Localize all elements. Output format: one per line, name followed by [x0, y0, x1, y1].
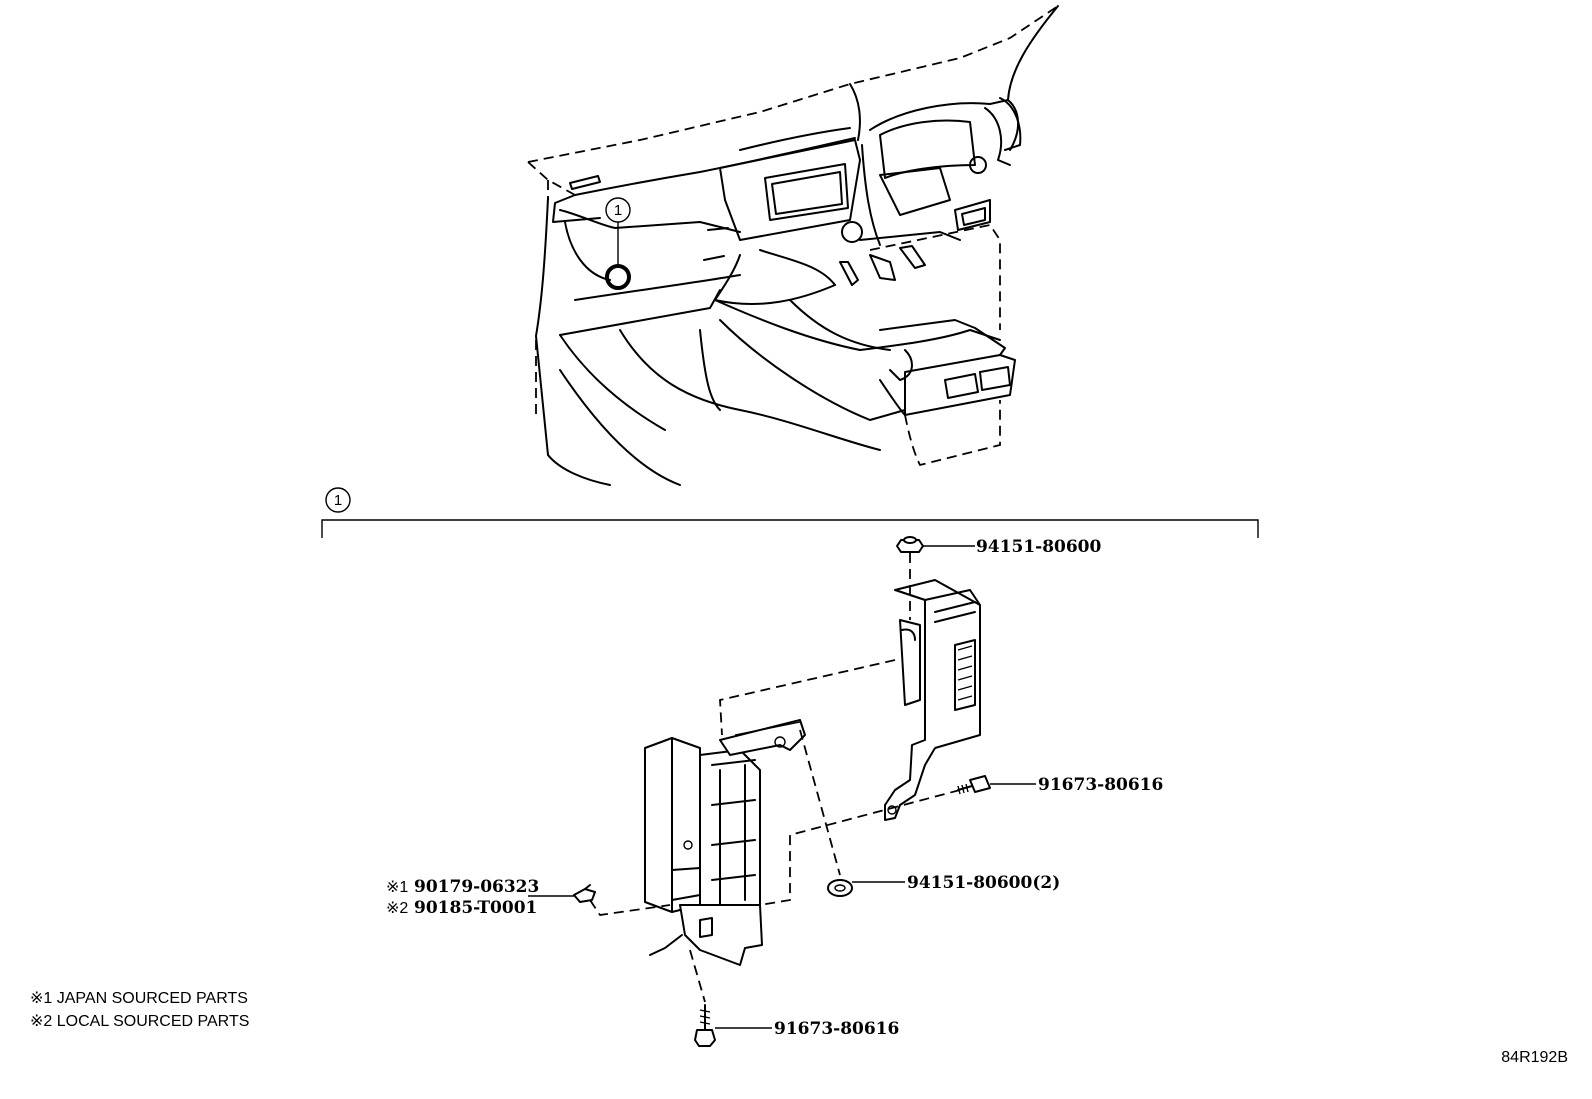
- dashboard-illustration: [527, 5, 1059, 486]
- exploded-view-callout: 1: [334, 492, 342, 509]
- exploded-view-bracket: 1: [321, 487, 1259, 538]
- part-number-bolt-right: 91673-80616: [1038, 775, 1163, 795]
- part-number-nut-top: 94151-80600: [976, 537, 1102, 557]
- callout-number: 1: [614, 202, 622, 219]
- fastener-nut-mid: [827, 879, 853, 897]
- assembly-lines: [589, 553, 961, 1003]
- note-japan-sourced: ※1 JAPAN SOURCED PARTS: [30, 990, 248, 1007]
- part-number-bolt-bottom: 91673-80616: [774, 1019, 899, 1039]
- lower-ecu-module: [644, 719, 806, 966]
- part-number-nut-mid: 94151-80600(2): [907, 873, 1060, 893]
- clip-1-mark: ※1: [386, 879, 408, 896]
- clip-2-mark: ※2: [386, 900, 408, 917]
- fastener-clip: [573, 884, 596, 903]
- part-number-clip-2: 90185-T0001: [414, 898, 537, 918]
- callout-marker-dashboard: 1: [605, 197, 631, 290]
- illustration-reference: 84R192B: [1501, 1049, 1568, 1066]
- fastener-bolt-right: [957, 775, 991, 795]
- fastener-nut-top: [896, 536, 924, 553]
- part-number-clip-1: 90179-06323: [414, 877, 539, 897]
- leader-lines: [528, 545, 1036, 1029]
- upper-ecu-module: [884, 579, 981, 821]
- fastener-bolt-bottom: [694, 1004, 716, 1047]
- note-local-sourced: ※2 LOCAL SOURCED PARTS: [30, 1013, 249, 1030]
